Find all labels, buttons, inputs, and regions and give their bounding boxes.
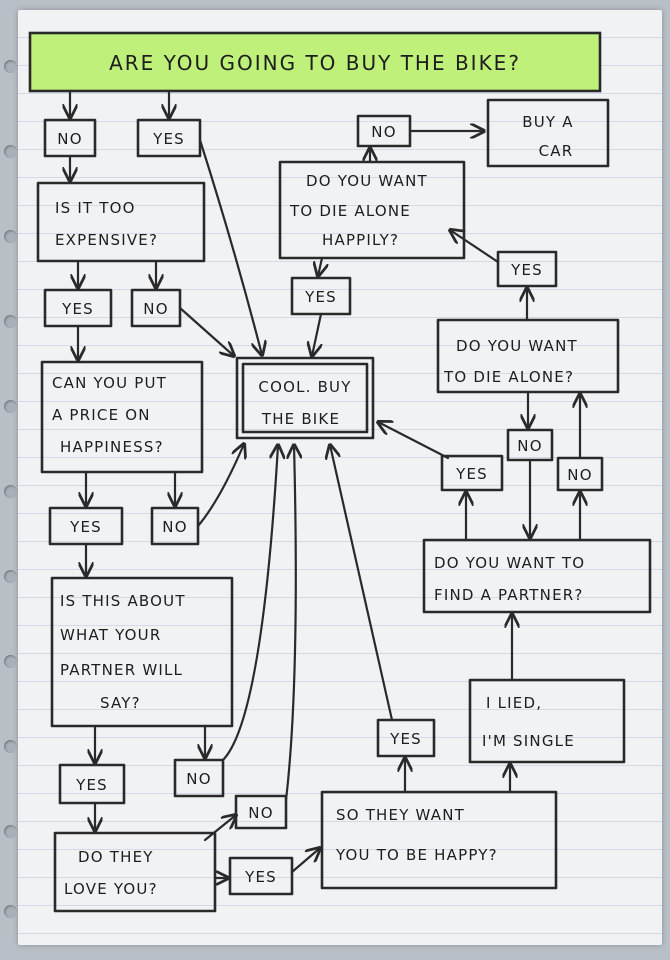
price-happiness-line-1: CAN YOU PUT — [52, 374, 167, 392]
buy-car-box — [486, 98, 610, 168]
yes-1-text: YES — [152, 130, 185, 148]
no-4-text: NO — [186, 770, 211, 788]
binder-hole — [4, 145, 17, 158]
about-partner-line-3: PARTNER WILL — [60, 661, 183, 679]
title-text: ARE YOU GOING TO BUY THE BIKE? — [109, 51, 521, 75]
die-alone-happily-line-3: HAPPILY? — [322, 231, 399, 249]
lied-single-box — [468, 678, 626, 764]
buy-bike-inner-box — [241, 362, 369, 434]
binder-hole — [4, 655, 17, 668]
yes-partner-text: YES — [455, 465, 488, 483]
about-partner-box — [50, 576, 234, 728]
yes-right-text: YES — [510, 261, 543, 279]
yes-happy-box — [376, 718, 436, 758]
too-expensive-box — [36, 181, 206, 263]
arrow-no3-to-bike — [196, 444, 244, 528]
die-alone-happily-line-2: TO DIE ALONE — [289, 202, 411, 220]
die-alone-happily-box — [278, 160, 466, 260]
find-partner-box — [422, 538, 652, 614]
no-2-text: NO — [143, 300, 168, 318]
die-alone-line-1: DO YOU WANT — [456, 337, 578, 355]
no-partner-text: NO — [567, 466, 592, 484]
binder-hole — [4, 905, 17, 918]
yes-2-text: YES — [61, 300, 94, 318]
buy-bike-line-2: THE BIKE — [261, 410, 340, 428]
title-box — [28, 31, 602, 93]
no-mid-text: NO — [517, 437, 542, 455]
find-partner-line-2: FIND A PARTNER? — [434, 586, 584, 604]
binder-hole — [4, 230, 17, 243]
arrow-love-to-no — [203, 815, 236, 842]
price-happiness-line-3: HAPPINESS? — [60, 438, 164, 456]
find-partner-line-1: DO YOU WANT TO — [434, 554, 585, 572]
binder-hole — [4, 570, 17, 583]
die-alone-line-2: TO DIE ALONE? — [443, 368, 574, 386]
yes-5-text: YES — [244, 868, 277, 886]
die-alone-happily-line-1: DO YOU WANT — [306, 172, 428, 190]
binder-hole — [4, 315, 17, 328]
yes-1-box — [136, 118, 202, 158]
yes-happy-text: YES — [389, 730, 422, 748]
arrow-yes-happily-to-bike — [312, 312, 321, 356]
love-you-box — [53, 831, 217, 913]
no-4-box — [173, 758, 225, 798]
binder-hole — [4, 825, 17, 838]
arrow-yes-to-bike — [198, 138, 262, 355]
about-partner-line-4: SAY? — [100, 694, 141, 712]
love-you-line-1: DO THEY — [78, 848, 154, 866]
yes-right-box — [496, 250, 558, 288]
title-node: ARE YOU GOING TO BUY THE BIKE? — [28, 31, 602, 93]
buy-bike-line-1: COOL. BUY — [258, 378, 351, 396]
no-top-text: NO — [371, 123, 396, 141]
buy-car-line-2: CAR — [539, 142, 574, 160]
arrow-happily-to-yes — [318, 256, 322, 276]
arrow-no2-to-bike — [178, 306, 234, 356]
no-3-text: NO — [162, 518, 187, 536]
want-happy-line-2: YOU TO BE HAPPY? — [335, 846, 498, 864]
price-happiness-box — [40, 360, 204, 474]
arrow-yes-happy-to-bike — [330, 445, 394, 722]
arrow-yes5-to-happy — [290, 848, 320, 874]
yes-4-box — [58, 763, 126, 805]
binder-hole — [4, 740, 17, 753]
binder-hole — [4, 400, 17, 413]
arrow-no4-to-bike — [221, 445, 278, 762]
no-1-text: NO — [57, 130, 82, 148]
about-partner-line-2: WHAT YOUR — [60, 626, 162, 644]
connector-arrows — [70, 89, 580, 878]
want-happy-line-1: SO THEY WANT — [336, 806, 465, 824]
price-happiness-line-2: A PRICE ON — [52, 406, 151, 424]
yes-4-text: YES — [75, 776, 108, 794]
too-expensive-line-2: EXPENSIVE? — [55, 231, 158, 249]
yes-5-box — [228, 856, 294, 896]
want-happy-box — [320, 790, 558, 890]
arrow-yes-p-to-bike — [378, 422, 450, 460]
binder-hole — [4, 60, 17, 73]
buy-car-line-1: BUY A — [522, 113, 573, 131]
no-5-text: NO — [248, 804, 273, 822]
too-expensive-line-1: IS IT TOO — [55, 199, 136, 217]
yes-partner-box — [440, 454, 504, 492]
arrow-no5-to-bike — [284, 445, 296, 802]
binder-hole — [4, 485, 17, 498]
yes-3-text: YES — [69, 518, 102, 536]
love-you-line-2: LOVE YOU? — [64, 880, 158, 898]
buy-bike-box — [235, 356, 375, 440]
arrow-yes-right-to-happily — [450, 230, 500, 264]
no-5-box — [234, 794, 288, 830]
about-partner-line-1: IS THIS ABOUT — [60, 592, 186, 610]
lied-single-line-2: I'M SINGLE — [482, 732, 575, 750]
yes-happily-text: YES — [304, 288, 337, 306]
lied-single-line-1: I LIED, — [486, 694, 542, 712]
